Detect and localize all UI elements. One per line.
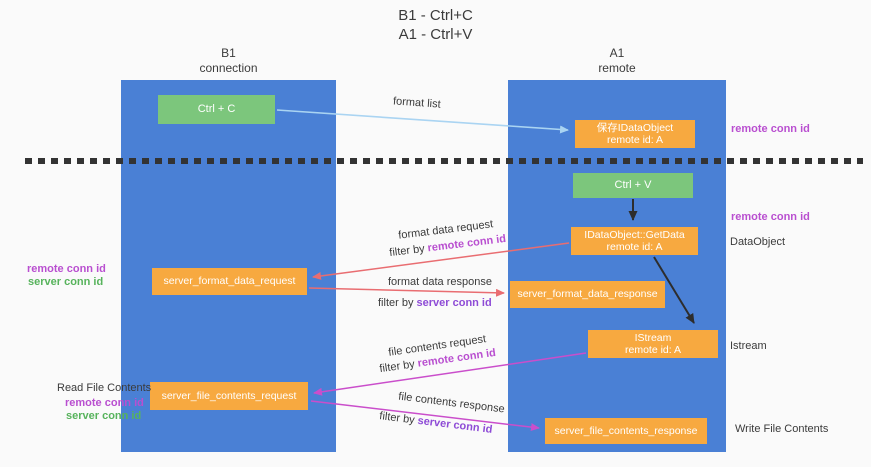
filter-by-text: filter by — [378, 410, 419, 427]
diagram-title: B1 - Ctrl+C A1 - Ctrl+V — [0, 6, 871, 44]
server-conn-id-key: server conn id — [416, 297, 492, 309]
format-list-label: format list — [393, 95, 441, 110]
file-response-filter-label: filter by server conn id — [379, 410, 493, 436]
title-line-2: A1 - Ctrl+V — [398, 26, 473, 43]
istream-side-label: Istream — [730, 340, 767, 352]
server-conn-id-key: server conn id — [416, 414, 494, 436]
column-b1-role: connection — [199, 61, 258, 75]
read-file-contents-label: Read File Contents — [57, 382, 152, 394]
server-format-data-request-label: server_format_data_request — [163, 275, 296, 287]
server-file-contents-response-box: server_file_contents_response — [545, 418, 707, 444]
remote-conn-id-label-left-2: remote conn id — [65, 397, 144, 409]
idataobject-getdata-box: IDataObject::GetData remote id: A — [571, 227, 698, 255]
column-header-b1: B1 connection — [121, 46, 336, 76]
ctrl-v-box: Ctrl + V — [573, 173, 693, 198]
remote-conn-id-label-right-1: remote conn id — [731, 123, 810, 135]
file-contents-response-text: file contents response — [397, 390, 506, 416]
filter-by-text: filter by — [378, 357, 419, 376]
filter-by-text: filter by — [388, 242, 429, 260]
ctrl-c-label: Ctrl + C — [197, 103, 236, 115]
server-file-contents-response-label: server_file_contents_response — [554, 424, 698, 437]
istream-line1: IStream — [634, 331, 672, 344]
ctrl-v-label: Ctrl + V — [614, 179, 652, 191]
istream-line2: remote id: A — [624, 344, 682, 356]
format-list-text: format list — [392, 95, 442, 111]
format-data-response-arrow — [308, 287, 505, 297]
filter-by-text: filter by — [378, 297, 417, 309]
format-data-response-label: format data response — [388, 276, 492, 288]
column-a1-role: remote — [598, 61, 636, 75]
format-response-filter-label: filter by server conn id — [378, 297, 492, 309]
save-idataobject-box: 保存IDataObject remote id: A — [575, 120, 695, 148]
server-conn-id-label-left-1: server conn id — [28, 276, 104, 288]
column-a1-name: A1 — [609, 46, 625, 60]
dataobject-label: DataObject — [730, 236, 786, 248]
column-header-a1: A1 remote — [508, 46, 726, 76]
ctrl-c-box: Ctrl + C — [158, 95, 275, 124]
getdata-line1: IDataObject::GetData — [584, 228, 685, 241]
save-idataobject-line1: 保存IDataObject — [596, 121, 674, 134]
server-conn-id-label-left-2: server conn id — [66, 410, 142, 422]
remote-conn-id-label-left-1: remote conn id — [27, 263, 106, 275]
remote-conn-id-label-right-2: remote conn id — [731, 211, 810, 223]
format-data-response-text: format data response — [388, 276, 492, 288]
column-b1-name: B1 — [221, 46, 236, 60]
save-idataobject-line2: remote id: A — [606, 134, 664, 146]
server-file-contents-request-box: server_file_contents_request — [150, 382, 308, 410]
server-format-data-response-label: server_format_data_response — [517, 288, 658, 300]
title-line-1: B1 - Ctrl+C — [398, 7, 473, 24]
server-format-data-response-box: server_format_data_response — [510, 281, 665, 308]
write-file-contents-label: Write File Contents — [735, 423, 829, 435]
session-divider-dashed-line — [25, 158, 863, 164]
file-contents-response-label: file contents response — [398, 391, 506, 416]
server-format-data-request-box: server_format_data_request — [152, 268, 307, 295]
istream-box: IStream remote id: A — [588, 330, 718, 358]
server-file-contents-request-label: server_file_contents_request — [161, 389, 297, 402]
getdata-line2: remote id: A — [606, 241, 663, 253]
